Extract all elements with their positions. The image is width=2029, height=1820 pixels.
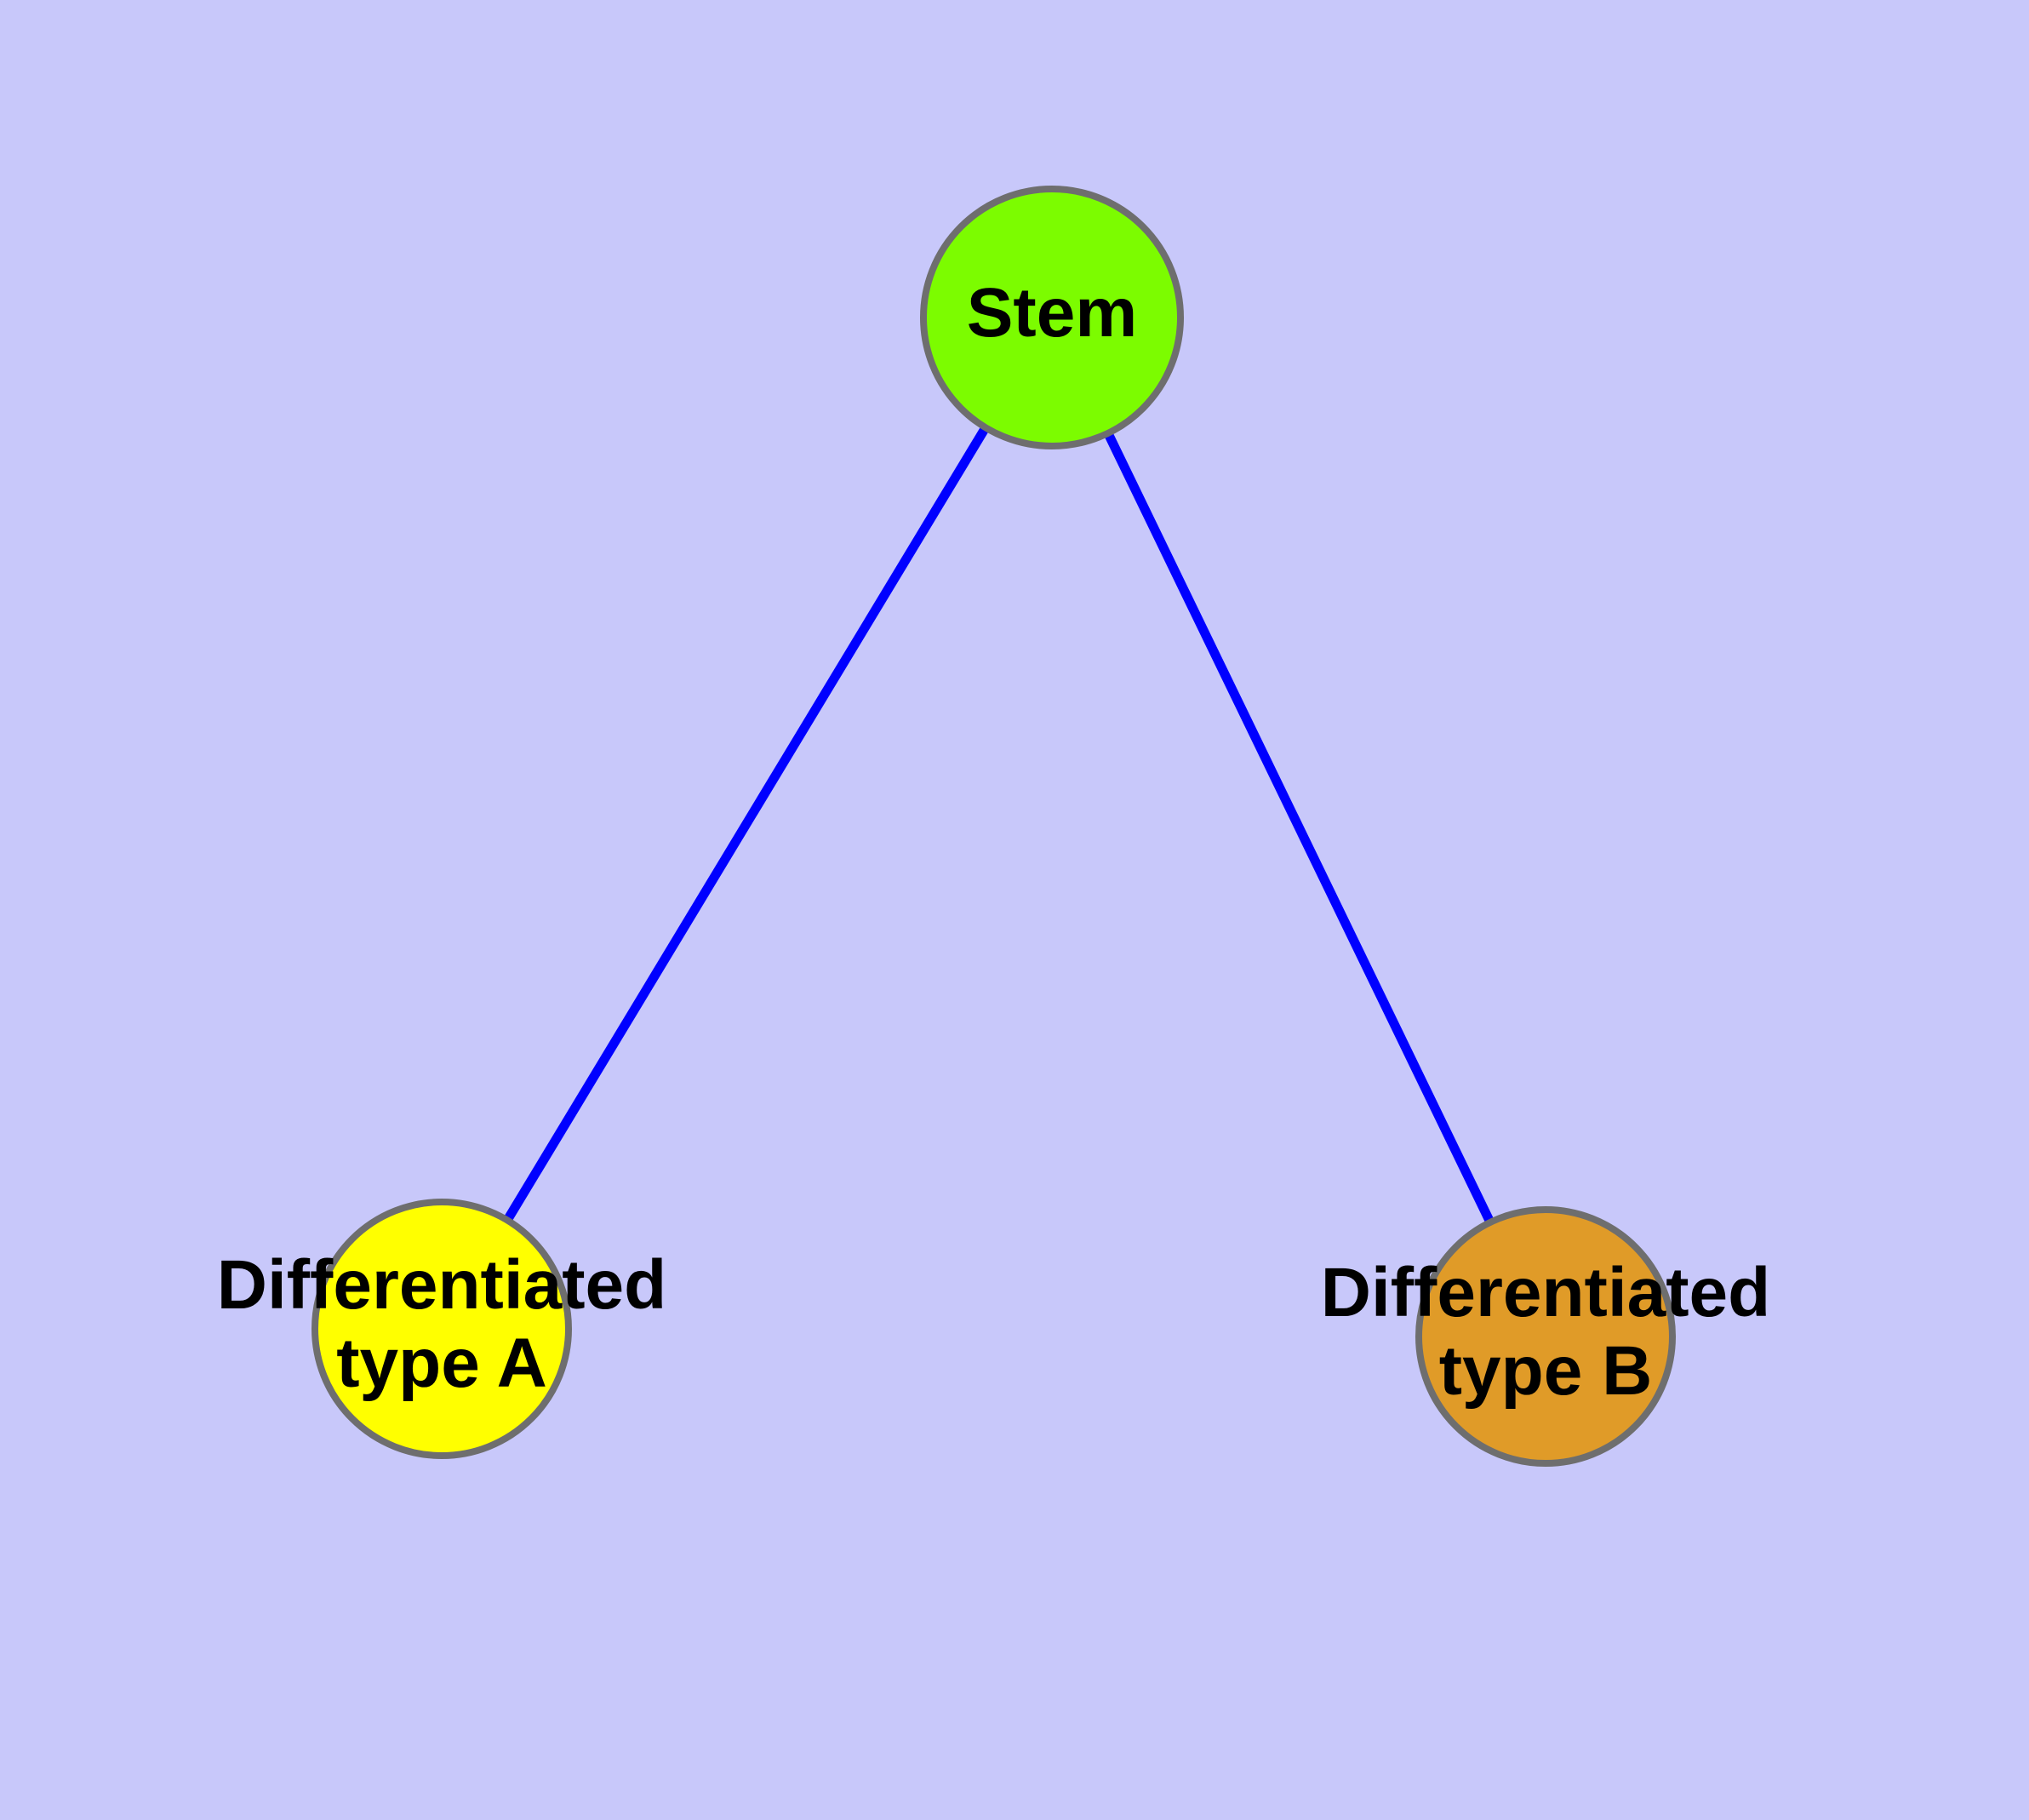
node-circle-stem[interactable] — [920, 186, 1184, 449]
edge-stem-type-a[interactable] — [437, 315, 1056, 1331]
node-label-line: Differentiated — [217, 1246, 667, 1324]
node-label-line: type B — [1439, 1332, 1653, 1410]
node-label-line: Stem — [967, 274, 1138, 352]
nodes-layer — [311, 186, 1676, 1467]
edges-layer — [437, 315, 1550, 1339]
node-label-stem: Stem — [967, 274, 1138, 352]
node-label-line: type A — [336, 1325, 547, 1402]
edge-stem-type-b[interactable] — [1048, 315, 1550, 1339]
node-circle-diff-type-a[interactable] — [311, 1199, 572, 1459]
node-circle-diff-type-b[interactable] — [1415, 1206, 1676, 1467]
node-label-line: Differentiated — [1321, 1254, 1771, 1331]
